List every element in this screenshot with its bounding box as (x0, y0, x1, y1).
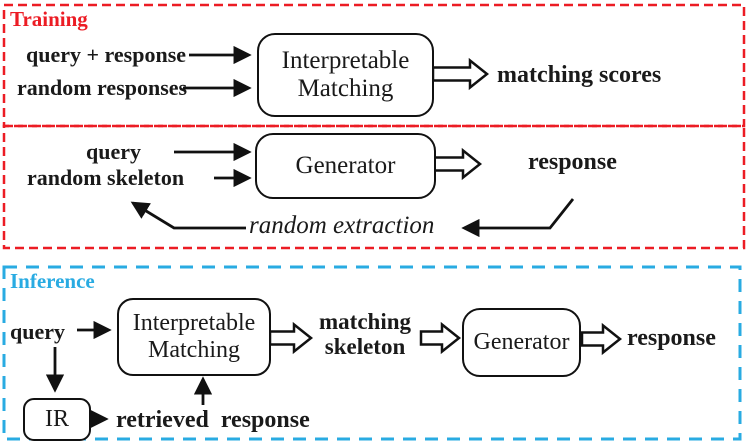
training-section-label: Training (10, 7, 88, 31)
arrow-random-extraction-to-skeleton (130, 201, 246, 230)
label-response-training: response (528, 149, 617, 175)
node-generator-training: Generator (255, 133, 436, 199)
block-arrow-skeleton-to-generator (419, 321, 462, 355)
arrow-response-to-random-extraction (461, 198, 575, 238)
node-interpretable-matching-training: Interpretable Matching (257, 33, 434, 117)
block-arrow-generator-to-response (432, 147, 483, 181)
block-arrow-matching-to-scores (431, 57, 490, 91)
label-retrieved-response: retrieved response (116, 407, 310, 433)
label-matching-scores: matching scores (497, 62, 662, 88)
block-arrow-matching-to-skeleton (268, 321, 314, 355)
node-ir: IR (23, 398, 91, 441)
label-query-training: query (86, 139, 141, 164)
label-random-responses: random responses (17, 75, 188, 100)
node-interpretable-matching-inference: Interpretable Matching (117, 298, 271, 376)
label-response-inference: response (627, 325, 716, 351)
inference-section-label: Inference (10, 269, 95, 293)
label-random-skeleton: random skeleton (27, 165, 185, 190)
block-arrow-generator-to-response-inference (580, 322, 623, 356)
label-random-extraction: random extraction (249, 212, 435, 239)
label-query-plus-response: query + response (26, 42, 187, 67)
label-query-inference: query (10, 319, 65, 344)
node-generator-inference: Generator (462, 308, 581, 377)
label-matching-skeleton: matching skeleton (319, 309, 411, 359)
